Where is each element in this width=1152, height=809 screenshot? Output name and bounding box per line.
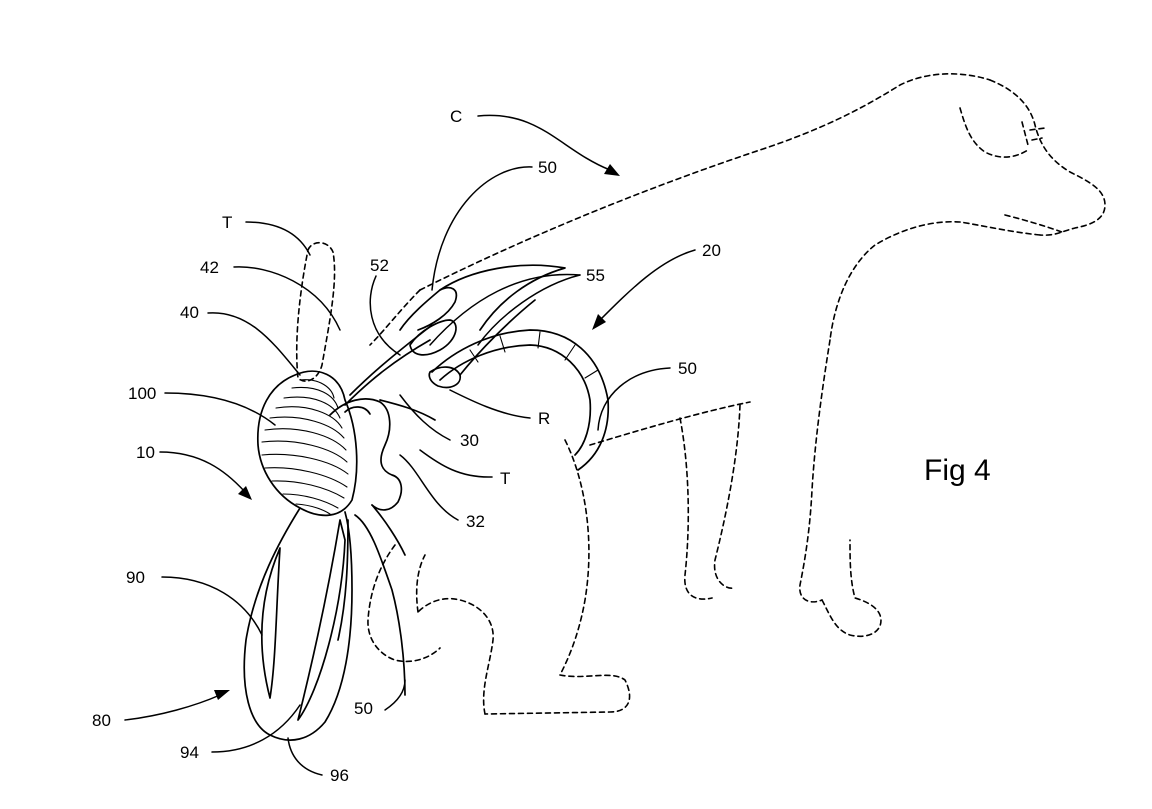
- label-50-right: 50: [678, 359, 697, 378]
- label-94: 94: [180, 743, 199, 762]
- label-90: 90: [126, 568, 145, 587]
- label-50-bottom: 50: [354, 699, 373, 718]
- label-20: 20: [702, 241, 721, 260]
- label-T-mid: T: [500, 469, 510, 488]
- label-R: R: [538, 409, 550, 428]
- dog-outline: [295, 73, 1106, 715]
- label-32: 32: [466, 512, 485, 531]
- label-55: 55: [586, 266, 605, 285]
- ribbed-bulb: [257, 370, 358, 517]
- label-30: 30: [460, 431, 479, 450]
- label-T-top: T: [222, 213, 232, 232]
- handle-body: [243, 507, 353, 741]
- label-10: 10: [136, 443, 155, 462]
- device-drawing: [243, 264, 610, 741]
- label-C: C: [450, 107, 462, 126]
- label-42: 42: [200, 258, 219, 277]
- reference-labels: C 50 T 42 52 55 20 40 100 50 R 30 10 T 3…: [92, 107, 991, 785]
- label-40: 40: [180, 303, 199, 322]
- leader-lines: [124, 114, 696, 776]
- label-80: 80: [92, 711, 111, 730]
- label-100: 100: [128, 384, 156, 403]
- label-50-top: 50: [538, 158, 557, 177]
- figure-label: Fig 4: [924, 454, 991, 487]
- label-52: 52: [370, 256, 389, 275]
- label-96: 96: [330, 766, 349, 785]
